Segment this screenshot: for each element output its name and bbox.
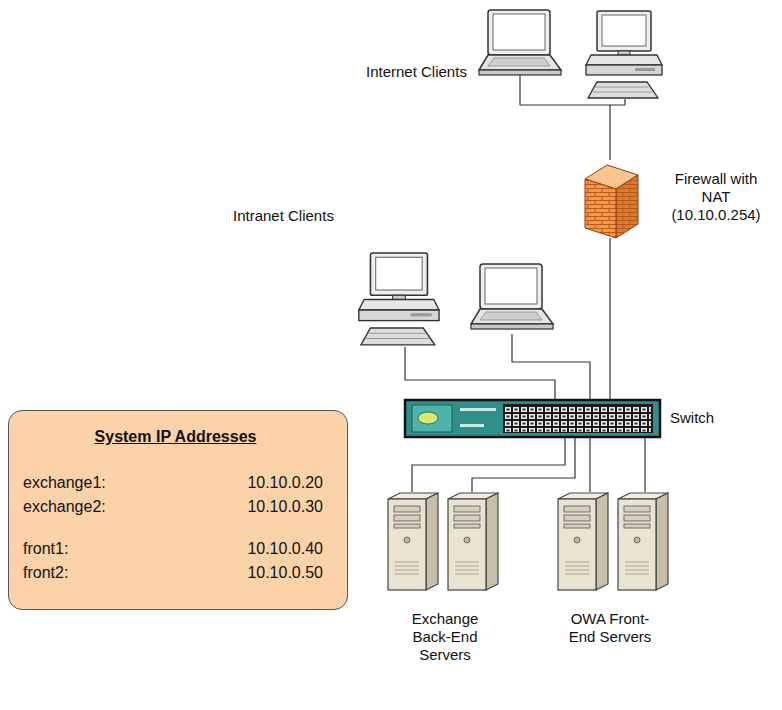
- firewall-icon: [585, 165, 638, 238]
- node-label: Exchange Back-End Servers: [397, 610, 493, 664]
- node-label: Switch: [670, 409, 714, 427]
- node-label: OWA Front-End Servers: [562, 610, 658, 646]
- network-cable: [412, 437, 565, 492]
- node-label: Intranet Clients: [233, 207, 334, 225]
- table-cell: front1:: [23, 539, 68, 559]
- client-wire: [511, 334, 512, 347]
- switch-icon: [405, 400, 660, 437]
- desktop-icon: [586, 11, 662, 98]
- table-cell: 10.10.0.50: [247, 563, 323, 583]
- network-cable: [512, 347, 590, 400]
- server-icon: [618, 493, 668, 590]
- table-cell: 10.10.0.20: [247, 473, 323, 493]
- network-cable: [472, 437, 575, 492]
- client-group: Intranet Clients: [230, 190, 560, 347]
- table-cell: exchange2:: [23, 497, 106, 517]
- ip-address-table: System IP Addresses exchange1: 10.10.0.20 e…: [8, 410, 348, 610]
- table-cell: front2:: [23, 563, 68, 583]
- laptop-icon: [471, 264, 553, 329]
- table-cell: exchange1:: [23, 473, 106, 493]
- table-cell: 10.10.0.40: [247, 539, 323, 559]
- firewall-node: Firewall with NAT (10.10.0.254): [580, 160, 776, 238]
- network-cable: [589, 437, 590, 492]
- desktop-icon: [359, 253, 439, 345]
- switch-node: Switch: [405, 400, 660, 437]
- server-icon: [388, 493, 438, 590]
- network-cable: [644, 437, 645, 492]
- table-title: System IP Addresses: [9, 427, 342, 447]
- client-group: Internet Clients: [362, 5, 667, 105]
- server-icon: [448, 493, 498, 590]
- node-label: Firewall with NAT (10.10.0.254): [664, 170, 768, 224]
- server-icon: [558, 493, 608, 590]
- server-group: OWA Front-End Servers: [535, 492, 685, 682]
- server-group: Exchange Back-End Servers: [370, 492, 520, 682]
- client-wire: [520, 75, 625, 105]
- network-cable: [609, 238, 610, 400]
- node-label: Internet Clients: [366, 63, 467, 81]
- table-cell: 10.10.0.30: [247, 497, 323, 517]
- network-cable: [405, 347, 555, 400]
- network-cable: [609, 105, 610, 160]
- laptop-icon: [479, 10, 561, 75]
